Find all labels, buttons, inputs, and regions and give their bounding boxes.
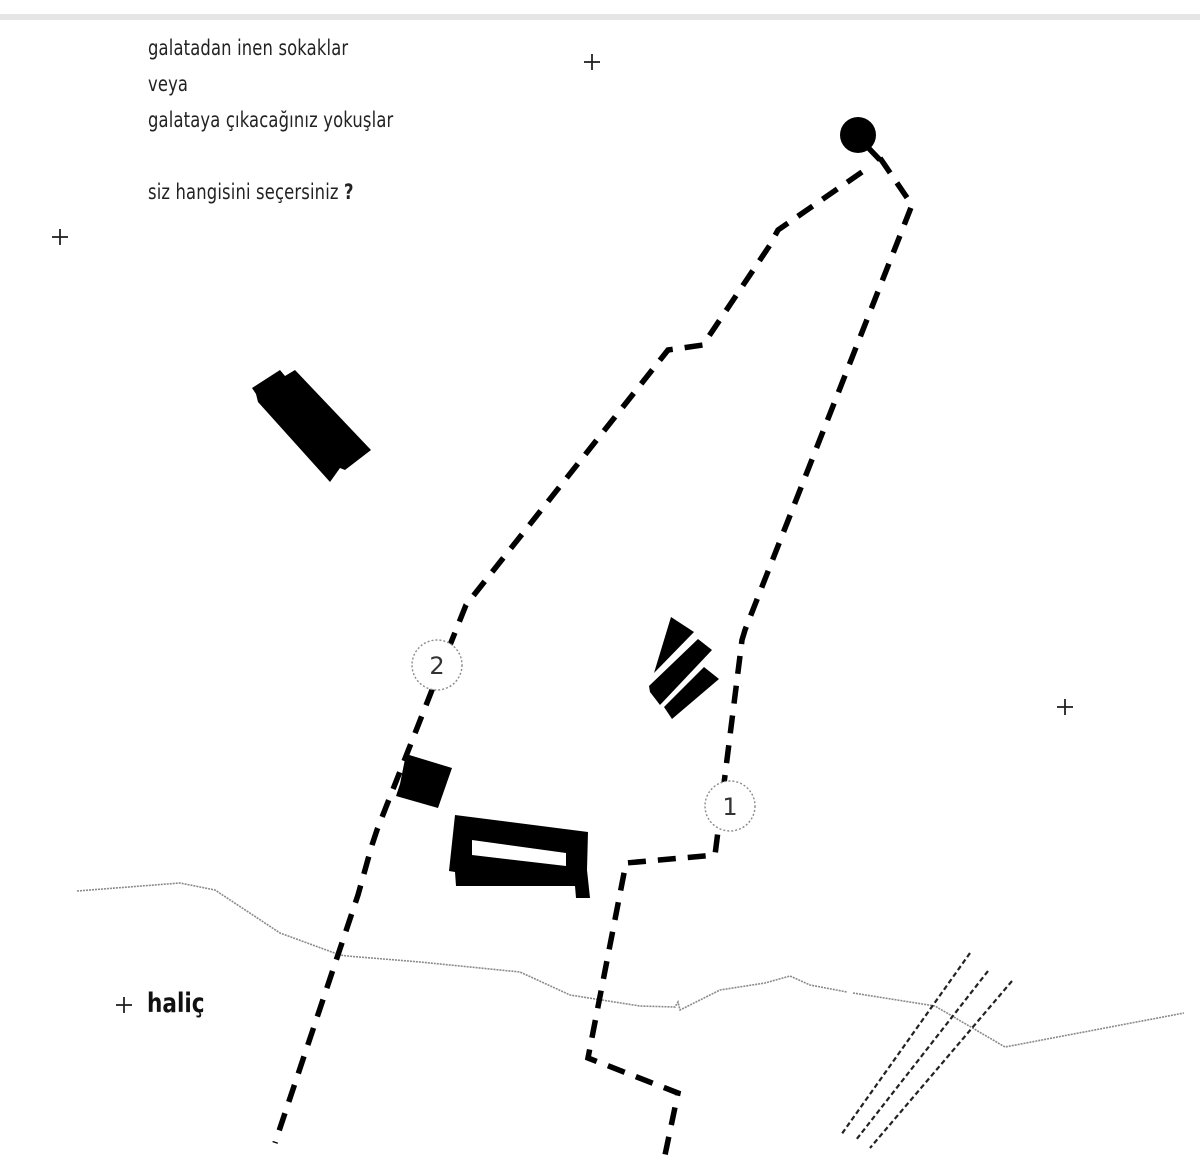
building-courtyard-block: [449, 815, 590, 898]
route-1-number: 1: [722, 793, 737, 821]
building-triangle: [654, 617, 694, 673]
building-strip-1: [649, 639, 712, 705]
route-2-badge[interactable]: 2: [411, 639, 463, 691]
poem-line-3: galataya çıkacağınız yokuşlar: [148, 108, 394, 132]
shoreline-east: [852, 992, 1185, 1048]
route-1-badge[interactable]: 1: [704, 780, 756, 832]
route-2-number: 2: [429, 652, 444, 680]
poem-line-5: siz hangisini seçersiniz ?: [148, 180, 354, 204]
poem-line-1: galatadan inen sokaklar: [148, 36, 349, 60]
route-2-path[interactable]: [272, 169, 864, 1144]
shoreline: [76, 882, 848, 1012]
galata-tower-icon[interactable]: [840, 117, 876, 153]
building-northwest: [252, 370, 371, 482]
poem-line-2: veya: [148, 72, 189, 96]
poem-text: galatadan inen sokaklar veya galataya çı…: [148, 30, 393, 210]
plus-icon: [116, 997, 132, 1013]
question-mark: ?: [344, 180, 354, 204]
bridge-lines: [840, 952, 1013, 1149]
building-strip-2: [664, 667, 719, 719]
plus-icon: [584, 54, 600, 70]
building-square: [396, 754, 452, 808]
route-1-path[interactable]: [584, 156, 916, 1156]
plus-icon: [1057, 699, 1073, 715]
plus-icon: [52, 229, 68, 245]
top-divider: [0, 14, 1200, 20]
water-label-halic: haliç: [147, 988, 205, 1019]
